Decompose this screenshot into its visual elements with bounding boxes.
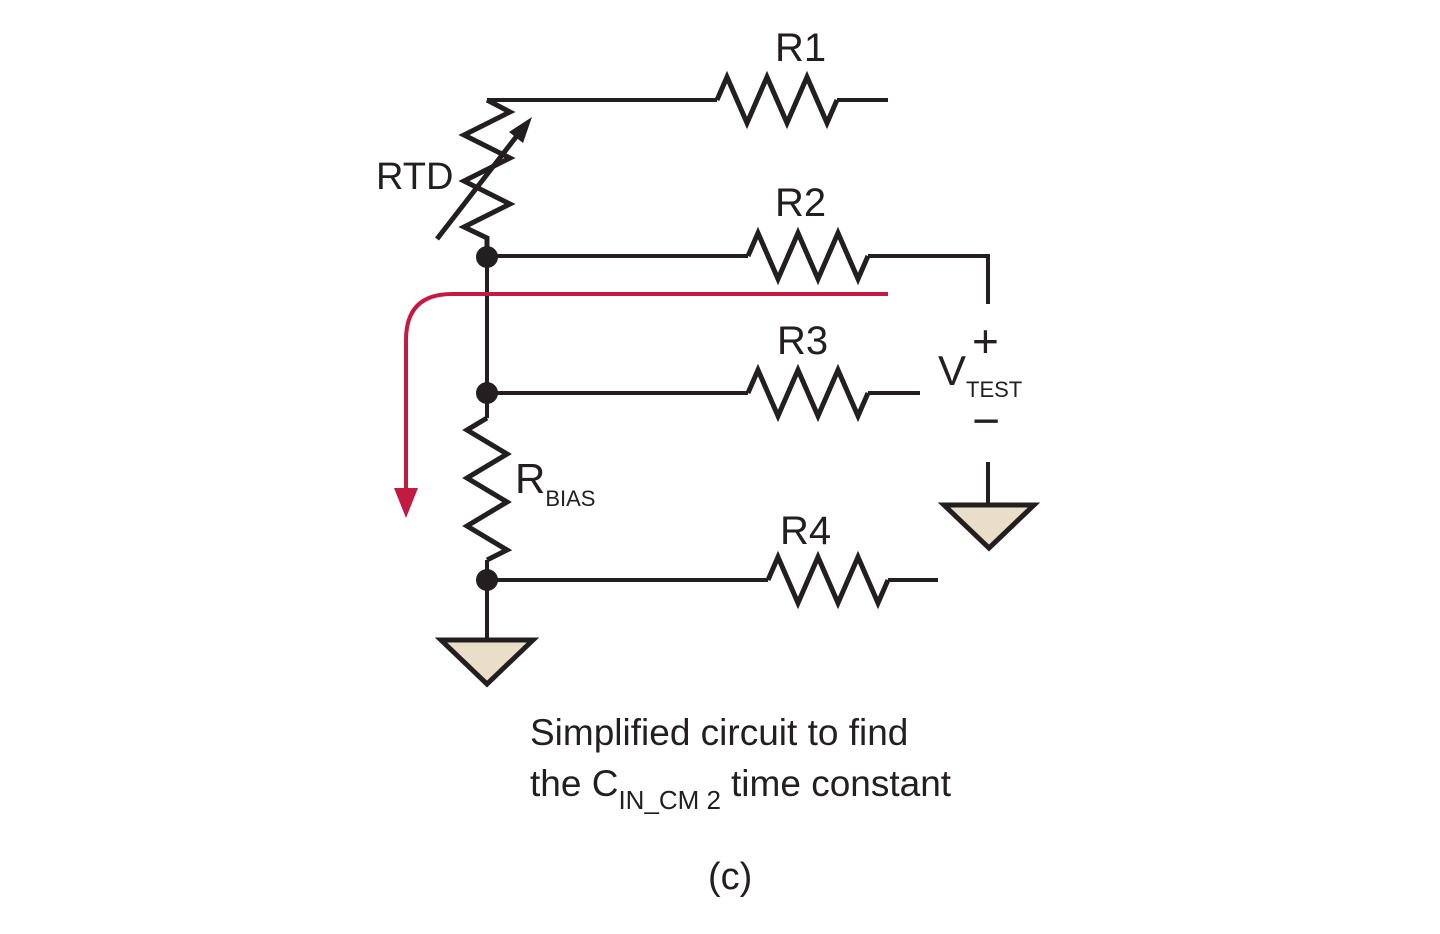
vtest-label-base: V	[938, 347, 967, 394]
ground-symbol-right	[937, 462, 1041, 552]
r2-label: R2	[775, 181, 827, 225]
ground-symbol-left	[434, 637, 540, 688]
vtest-plus-sign: +	[972, 315, 999, 367]
resistor-r1	[487, 70, 888, 130]
vtest-label: VTEST	[938, 347, 1022, 401]
junction-dot-r3-node	[476, 382, 498, 404]
resistor-r4	[487, 550, 938, 610]
r4-label: R4	[780, 509, 832, 553]
current-direction-arrow	[394, 292, 888, 518]
resistor-r3	[487, 363, 920, 423]
figure-letter-label: (c)	[708, 856, 753, 898]
r3-label: R3	[777, 319, 829, 363]
caption-line2-subscript: IN_CM 2	[618, 785, 722, 815]
junction-dot-r4-node	[476, 569, 498, 591]
rbias-label-subscript: BIAS	[545, 486, 596, 511]
vtest-label-subscript: TEST	[966, 377, 1023, 402]
resistor-r2	[487, 226, 990, 304]
resistor-rbias	[462, 415, 513, 640]
caption-line2-pre: the C	[530, 763, 619, 804]
rtd-variable-resistor	[435, 97, 532, 250]
caption-line2: the CIN_CM 2 time constant	[530, 763, 952, 813]
caption-line1: Simplified circuit to find	[530, 712, 909, 753]
caption-line2-post: time constant	[731, 763, 952, 804]
vtest-minus-sign: −	[972, 395, 1001, 448]
r1-label: R1	[775, 26, 827, 70]
rbias-label-base: R	[515, 455, 546, 502]
rtd-arrow-icon	[435, 117, 532, 241]
rtd-label: RTD	[376, 156, 454, 198]
junction-dot-r2-node	[476, 246, 498, 268]
rbias-label: RBIAS	[515, 455, 595, 510]
